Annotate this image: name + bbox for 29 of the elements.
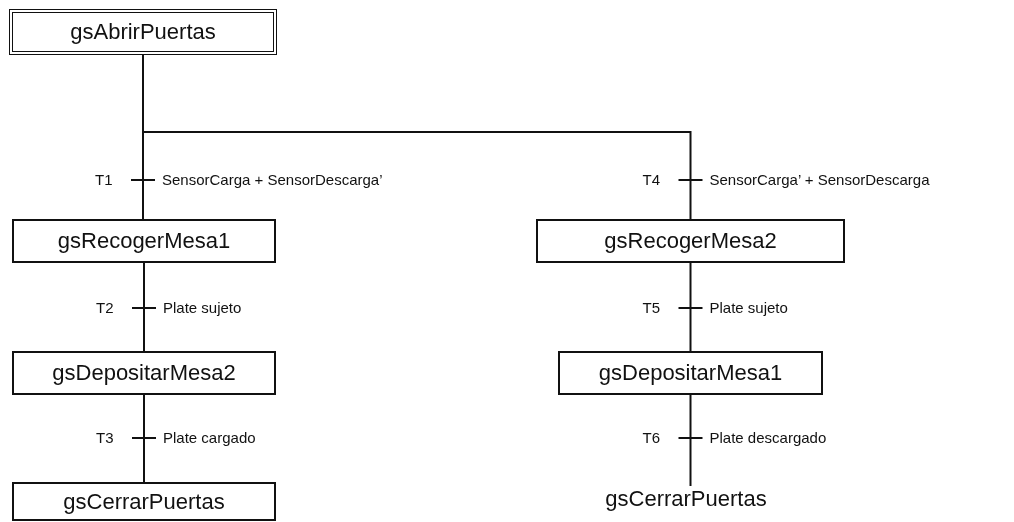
initial-step-box	[9, 9, 277, 55]
step-name: gsRecogerMesa1	[57, 228, 231, 254]
step-box	[12, 219, 276, 263]
step-box	[12, 482, 276, 521]
transition-number: T6	[642, 429, 660, 447]
transition-condition: SensorCarga + SensorDescarga’	[162, 171, 383, 189]
transition-number: T4	[642, 171, 660, 189]
step-label: gsCerrarPuertas	[586, 480, 786, 518]
connector-line	[689, 262, 692, 352]
connector-line	[143, 262, 145, 352]
step-box	[536, 219, 845, 263]
step-box	[12, 351, 276, 395]
step-name: gsRecogerMesa2	[604, 228, 777, 254]
step-box	[558, 351, 823, 395]
transition-number: T1	[95, 171, 113, 189]
step-name: gsCerrarPuertas	[63, 488, 225, 515]
transition-number: T2	[96, 299, 114, 317]
transition-condition: Plate descargado	[709, 429, 827, 447]
transition-condition: Plate cargado	[163, 429, 256, 447]
transition-condition: Plate sujeto	[709, 299, 788, 317]
step-name: gsDepositarMesa2	[52, 360, 236, 386]
connector-line	[143, 394, 145, 483]
transition-condition: Plate sujeto	[163, 299, 242, 317]
transition-condition: SensorCarga’ + SensorDescarga	[709, 171, 930, 189]
transition-number: T3	[96, 429, 114, 447]
connector-line	[689, 394, 692, 487]
transition-number: T5	[642, 299, 660, 317]
step-name: gsDepositarMesa1	[598, 360, 783, 386]
step-name: gsAbrirPuertas	[70, 19, 216, 45]
